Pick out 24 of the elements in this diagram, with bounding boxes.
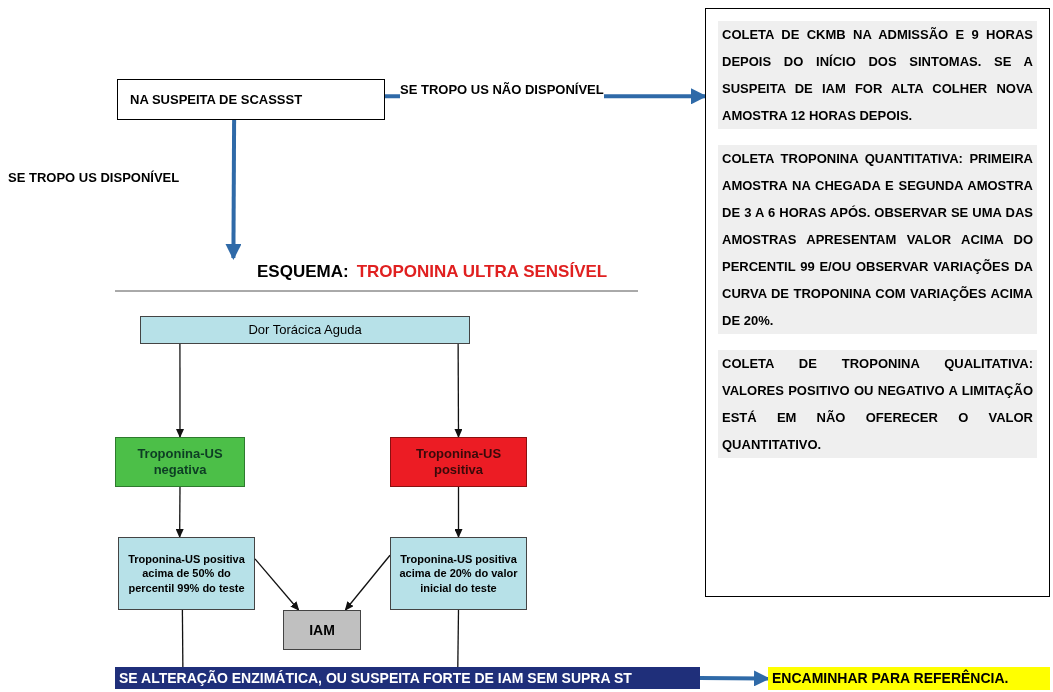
arrow — [176, 343, 184, 438]
arrow — [454, 486, 463, 538]
criteria-box: Troponina-US positiva acima de 20% do valor inicial do teste — [390, 537, 527, 610]
note-paragraph: COLETA TROPONINA QUANTITATIVA: PRIMEIRA AMOSTRA NA CHEGADA E SEGUNDA AMOSTRA DE 3 A 6 HORAS APÓS. OBSERVAR SE UMA DAS AMOSTRAS APRESENTAM VALOR ACIMA DO PERCENTIL 99 E/OU OBSERVAR VARIAÇÕES DA CURVA DE TROPONINA COM VARIAÇÕES ACIMA DE 20%. — [718, 145, 1037, 334]
result-box: Troponina-US negativa — [115, 437, 245, 487]
process-box: Dor Torácica Aguda — [140, 316, 470, 344]
arrow — [254, 558, 300, 611]
arrow — [225, 120, 242, 260]
heading-text: ESQUEMA: — [257, 261, 349, 284]
arrow — [454, 343, 463, 438]
diagnosis-box: IAM — [283, 610, 361, 650]
heading-text: TROPONINA ULTRA SENSÍVEL — [356, 261, 608, 284]
highlighted-note: ENCAMINHAR PARA REFERÊNCIA. — [768, 667, 1050, 690]
edge-label: SE TROPO US NÃO DISPONÍVEL — [400, 80, 604, 100]
note-paragraph: COLETA DE TROPONINA QUALITATIVA: VALORES POSITIVO OU NEGATIVO A LIMITAÇÃO ESTÁ EM NÃO OFERECER O VALOR QUANTITATIVO. — [718, 350, 1037, 458]
criteria-box: Troponina-US positiva acima de 50% do percentil 99% do teste — [118, 537, 255, 610]
note-banner: SE ALTERAÇÃO ENZIMÁTICA, OU SUSPEITA FORTE DE IAM SEM SUPRA ST — [115, 667, 700, 689]
notes-panel — [705, 8, 1050, 597]
arrow — [700, 670, 770, 687]
result-box: Troponina-US positiva — [390, 437, 527, 487]
process-box: NA SUSPEITA DE SCASSST — [117, 79, 385, 120]
note-paragraph: COLETA DE CKMB NA ADMISSÃO E 9 HORAS DEPOIS DO INÍCIO DOS SINTOMAS. SE A SUSPEITA DE IAM FOR ALTA COLHER NOVA AMOSTRA 12 HORAS DEPOIS. — [718, 21, 1037, 129]
arrow — [344, 554, 391, 611]
arrow — [175, 486, 184, 538]
